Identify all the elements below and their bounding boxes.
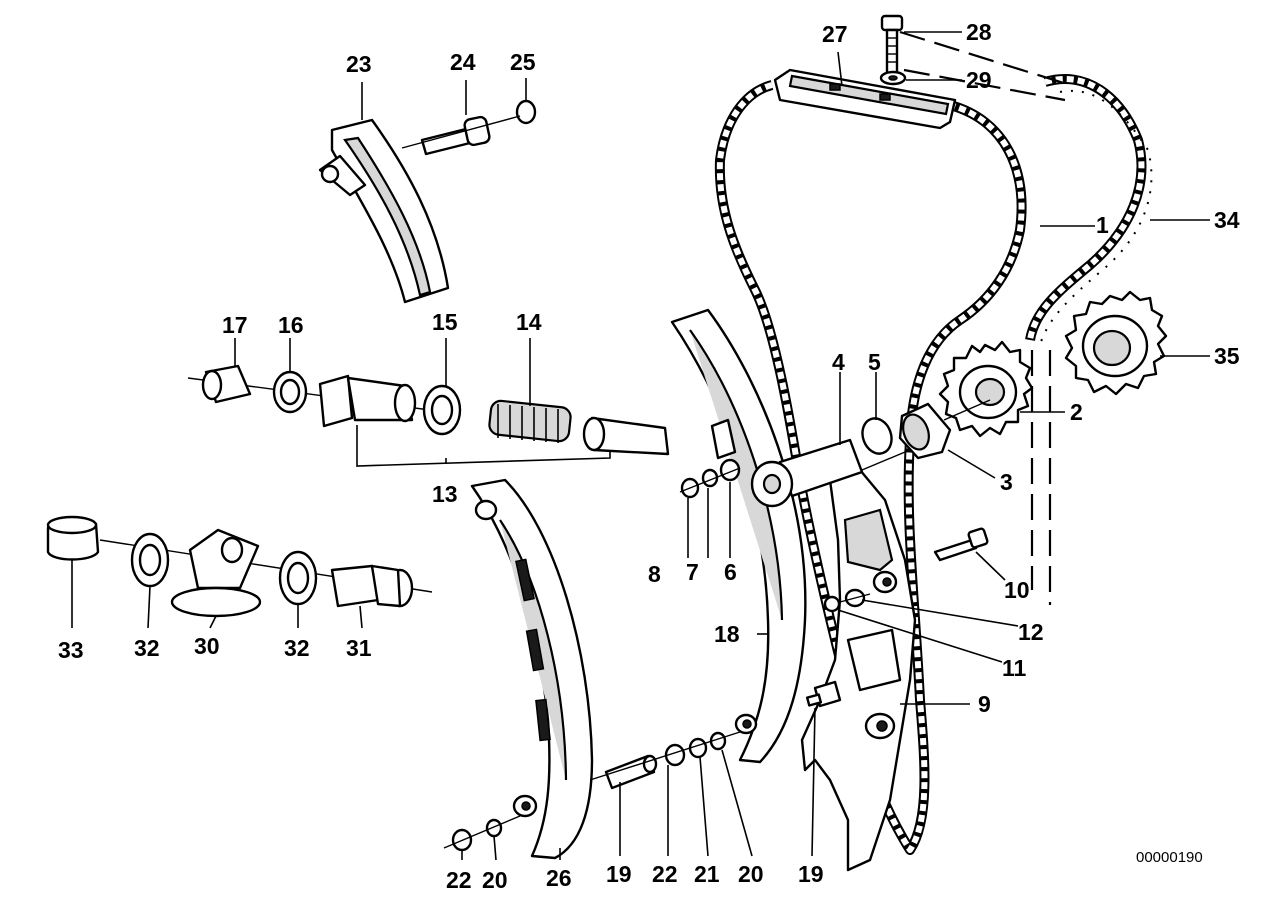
pin-24 [420,115,491,156]
spring-14 [488,399,572,443]
label-3: 3 [1000,469,1013,495]
tensioner-housing [318,374,417,428]
tensioner-guide-23 [318,118,450,304]
label-8: 8 [648,561,661,587]
label-15: 15 [432,309,458,335]
label-7: 7 [686,559,699,585]
label-34: 34 [1214,207,1240,233]
label-11: 11 [1002,655,1027,681]
label-31: 31 [346,635,372,661]
clip-25 [515,99,537,125]
label-25: 25 [510,49,536,75]
label-20-left: 20 [482,867,508,893]
label-19-left: 19 [606,861,632,887]
label-2: 2 [1070,399,1083,425]
label-16: 16 [278,312,304,338]
label-30: 30 [194,633,220,659]
label-13: 13 [432,481,458,507]
label-33: 33 [58,637,84,663]
label-23: 23 [346,51,372,77]
label-1: 1 [1096,212,1109,238]
label-24: 24 [450,49,476,75]
label-29: 29 [966,67,992,93]
label-19-right: 19 [798,861,824,887]
label-12: 12 [1018,619,1044,645]
leader-lines [71,31,1210,861]
label-5: 5 [868,349,881,375]
label-27: 27 [822,21,848,47]
o-ring-5 [861,417,893,455]
label-21: 21 [694,861,720,887]
upper-guide-rail [773,68,957,130]
part-number-labels: 1 2 3 4 5 6 7 8 9 10 11 12 13 14 15 16 1… [58,19,1240,893]
sleeve-3 [898,402,952,460]
bolt-28 [880,14,904,76]
label-4: 4 [832,349,845,375]
label-35: 35 [1214,343,1240,369]
plug-17 [201,364,252,404]
label-17: 17 [222,312,248,338]
label-10: 10 [1004,577,1030,603]
washer-6 [719,458,741,482]
washer-21 [688,737,708,759]
tensioner-piston [582,416,670,456]
bracket-30 [170,528,262,618]
label-28: 28 [966,19,992,45]
pivot-pin-4 [750,438,864,508]
label-14: 14 [516,309,542,335]
nut-11 [823,595,841,613]
timing-chain-lower [714,80,1027,855]
label-6: 6 [724,559,737,585]
label-26: 26 [546,865,572,891]
sprocket-2 [938,340,1034,438]
label-32-left: 32 [134,635,160,661]
banjo-bolt-31 [330,564,414,608]
chain-tensioner-rail [800,468,917,872]
label-22-left: 22 [446,867,472,893]
diagram-reference-number: 00000190 [1136,849,1203,866]
timing-chain-upper [1025,74,1153,346]
label-22-right: 22 [652,861,678,887]
washer-20-left [485,818,503,838]
stud-19-right [805,680,842,708]
washer-29 [879,70,907,86]
label-20-right: 20 [738,861,764,887]
label-32-right: 32 [284,635,310,661]
bolt-10 [933,527,989,562]
slide-rail-26 [470,478,594,860]
label-18: 18 [714,621,740,647]
sprocket-35 [1064,290,1168,396]
plug-33 [46,515,100,561]
label-9: 9 [978,691,991,717]
